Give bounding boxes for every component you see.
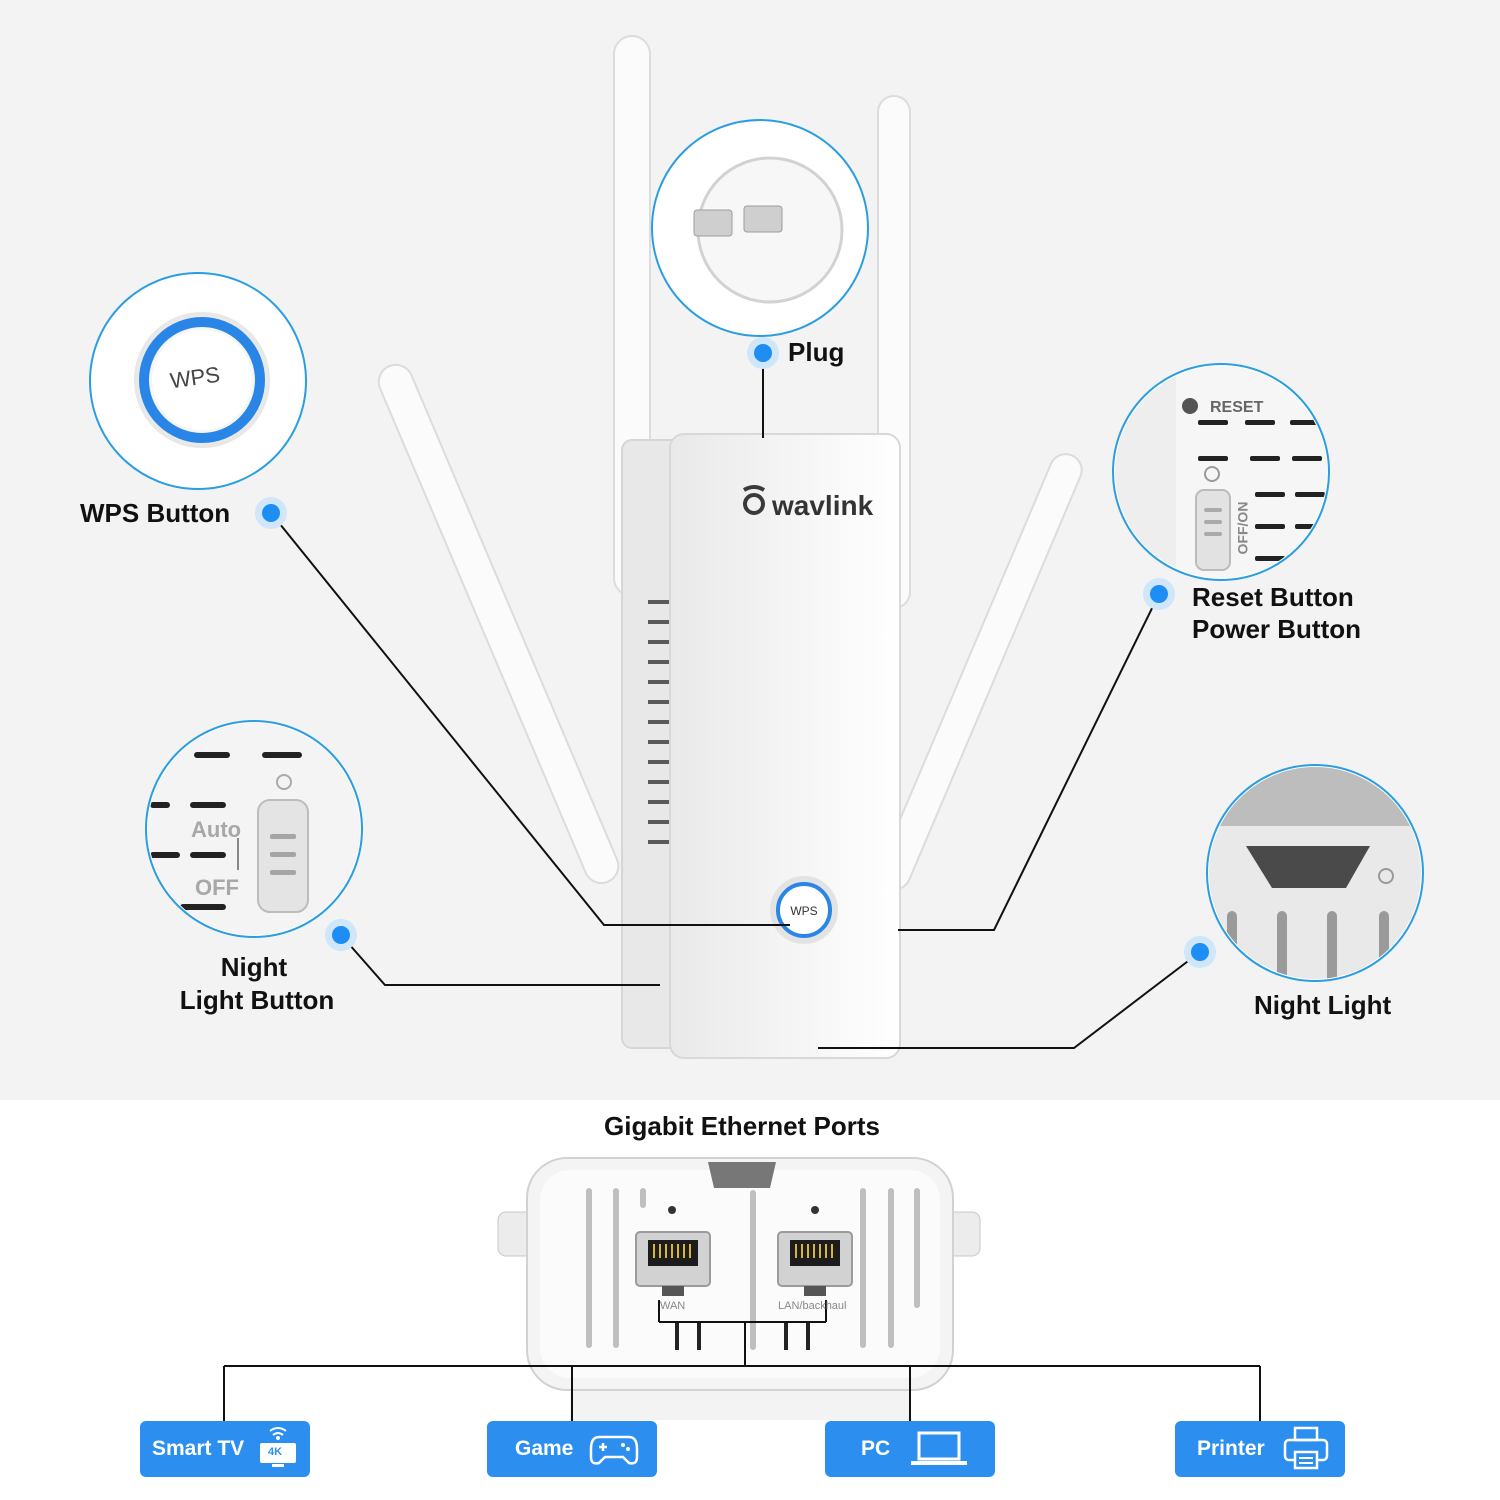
zoom-wps: [89, 272, 307, 490]
game-label: Game: [515, 1437, 574, 1460]
wan-port-label: WAN: [660, 1300, 686, 1312]
zoom-reset-text: RESET: [1210, 399, 1264, 416]
device-wps-label: WPS: [790, 904, 818, 918]
smart-tv-label: Smart TV: [152, 1437, 245, 1460]
zoom-reset: [1112, 363, 1330, 581]
brand-logo-text: wavlink: [772, 490, 874, 521]
zoom-auto-text: Auto: [191, 817, 242, 842]
smart-tv-button[interactable]: Smart TV 4K: [140, 1421, 310, 1477]
zoom-night-light: [1206, 764, 1424, 982]
printer-icon: [1283, 1426, 1329, 1470]
laptop-icon: [911, 1431, 967, 1465]
game-button[interactable]: Game: [487, 1421, 657, 1477]
extender-body: [621, 433, 901, 1059]
night-button-label-1: Night: [220, 952, 288, 982]
printer-label: Printer: [1197, 1437, 1265, 1460]
zoom-night-button: [145, 720, 363, 938]
ports-title: Gigabit Ethernet Ports: [604, 1111, 880, 1141]
lan-port-label: LAN/backhaul: [778, 1300, 847, 1312]
connection-lines: [223, 1300, 1261, 1422]
pc-label: PC: [861, 1437, 891, 1460]
smart-tv-badge: 4K: [268, 1446, 283, 1458]
night-button-label-2: Light Button: [179, 985, 335, 1015]
reset-button-label: Reset Button: [1192, 582, 1354, 612]
zoom-off-text: OFF: [195, 875, 239, 900]
plug-label: Plug: [788, 337, 845, 367]
gamepad-icon: [589, 1435, 639, 1465]
callout-lines: [270, 353, 1201, 1049]
zoom-plug: [651, 119, 869, 337]
ports-view: [497, 1157, 981, 1420]
wps-button-label: WPS Button: [80, 498, 231, 528]
pc-button[interactable]: PC: [825, 1421, 995, 1477]
night-light-label: Night Light: [1254, 990, 1392, 1020]
smart-tv-4k-icon: [260, 1427, 296, 1467]
printer-button[interactable]: Printer: [1175, 1421, 1345, 1477]
callout-dots: [255, 337, 1216, 968]
power-button-label: Power Button: [1192, 614, 1361, 644]
zoom-offon-text: OFF/ON: [1234, 501, 1251, 555]
